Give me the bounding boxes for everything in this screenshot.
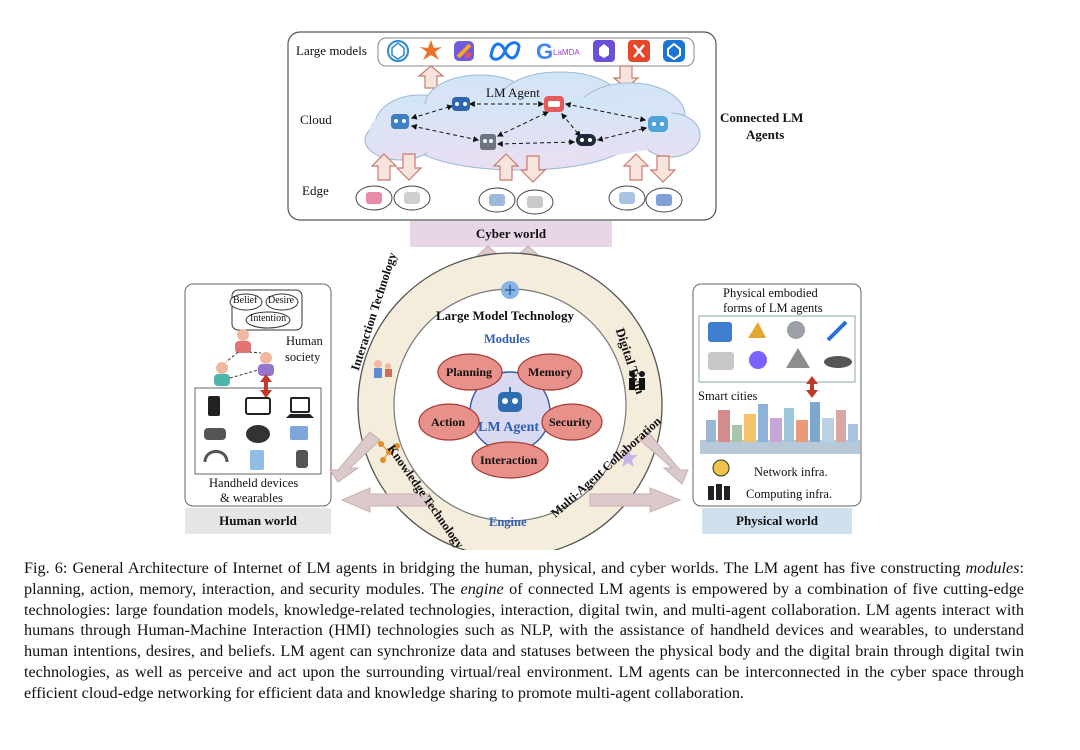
people-links: [225, 351, 262, 379]
human-updown-arrow: [260, 374, 272, 398]
infra-icons: [708, 459, 730, 500]
caption-italic-modules: modules: [965, 559, 1020, 577]
svg-text:LaMDA: LaMDA: [553, 48, 580, 57]
digital-twin-people-icon: [629, 371, 645, 390]
devices-label-line1: Handheld devices: [209, 476, 299, 490]
device-icons: [203, 396, 314, 470]
cyber-world-label-bg: [410, 221, 612, 247]
architecture-figure: G LaMDA: [184, 31, 862, 558]
agent-links: [410, 101, 648, 147]
caption-italic-engine: engine: [460, 579, 504, 598]
model-logo: [663, 40, 685, 62]
smart-cities-label: Smart cities: [698, 389, 758, 403]
bubble-belief: Belief: [233, 295, 258, 306]
module-memory: Memory: [528, 365, 572, 379]
caption-part-2: : planning, action, memory, interaction,…: [24, 559, 1024, 598]
cyber-world-label: Cyber world: [475, 226, 547, 241]
module-action: Action: [431, 415, 465, 429]
side-arrows: [329, 431, 689, 513]
human-society-line1: Human: [286, 334, 323, 348]
module-planning: Planning: [446, 365, 493, 379]
model-logo: [593, 40, 615, 62]
embodied-label-line1: Physical embodied: [723, 286, 818, 300]
gemini-logo: [454, 41, 474, 61]
computing-infra-label: Computing infra.: [746, 487, 833, 501]
embodied-label-line2: forms of LM agents: [723, 301, 823, 315]
large-model-technology-label: Large Model Technology: [436, 308, 574, 323]
connected-agents-label-line1: Connected LM: [720, 110, 804, 125]
edge-robot-icons: [366, 192, 672, 208]
network-infra-label: Network infra.: [754, 465, 828, 479]
module-security: Security: [549, 415, 592, 429]
connected-agents-label-line2: Agents: [746, 127, 785, 142]
modules-label: Modules: [484, 332, 530, 346]
human-world-label: Human world: [219, 513, 297, 528]
figure-caption: Fig. 6: General Architecture of Internet…: [24, 558, 1024, 704]
physical-updown-arrow: [806, 376, 818, 398]
thought-bubbles: [229, 289, 303, 331]
people-icons: [214, 329, 274, 386]
module-interaction: Interaction: [480, 453, 538, 467]
svg-text:G: G: [536, 39, 553, 64]
engine-label: Engine: [489, 515, 527, 529]
openai-logo: [386, 39, 410, 63]
model-logo: [628, 40, 650, 62]
caption-part-3: of connected LM agents is empowered by a…: [24, 579, 1024, 702]
robot-icon: [648, 116, 668, 132]
claude-logo: [420, 40, 442, 60]
figure-svg: G LaMDA: [184, 31, 862, 558]
robot-icon: [391, 114, 409, 129]
meta-logo: [489, 41, 521, 61]
model-logos: G LaMDA: [386, 39, 685, 64]
core-lm-agent-label: LM Agent: [478, 420, 540, 435]
physical-world-label-bg: [702, 508, 852, 534]
core-robot-icon: [498, 387, 522, 412]
google-llama-logo: G LaMDA: [536, 39, 580, 64]
knowledge-network-icon: [378, 441, 400, 463]
bubble-desire: Desire: [268, 295, 295, 306]
robot-icon: [544, 96, 564, 112]
caption-part-1: Fig. 6: General Architecture of Internet…: [24, 559, 966, 577]
human-world-label-bg: [185, 508, 331, 534]
robot-icon: [576, 134, 596, 146]
cloud-label: Cloud: [300, 112, 332, 127]
physical-world-label: Physical world: [736, 513, 818, 528]
edge-label: Edge: [302, 183, 329, 198]
devices-label-line2: & wearables: [220, 491, 283, 505]
collaboration-star-icon: [618, 448, 638, 467]
bubble-intention: Intention: [250, 313, 287, 324]
robot-icon: [452, 97, 470, 111]
embodied-icons: [708, 320, 852, 370]
cloud-body: [370, 96, 690, 160]
edge-arrows: [370, 153, 677, 183]
smart-city-skyline: [700, 402, 860, 454]
human-society-line2: society: [285, 350, 321, 364]
brain-icon: [501, 281, 519, 299]
module-ellipses: [418, 353, 603, 479]
large-models-label: Large models: [296, 43, 367, 58]
robot-icon: [480, 134, 496, 150]
lm-agent-cloud-label: LM Agent: [486, 85, 540, 100]
interaction-people-icon: [374, 360, 392, 378]
